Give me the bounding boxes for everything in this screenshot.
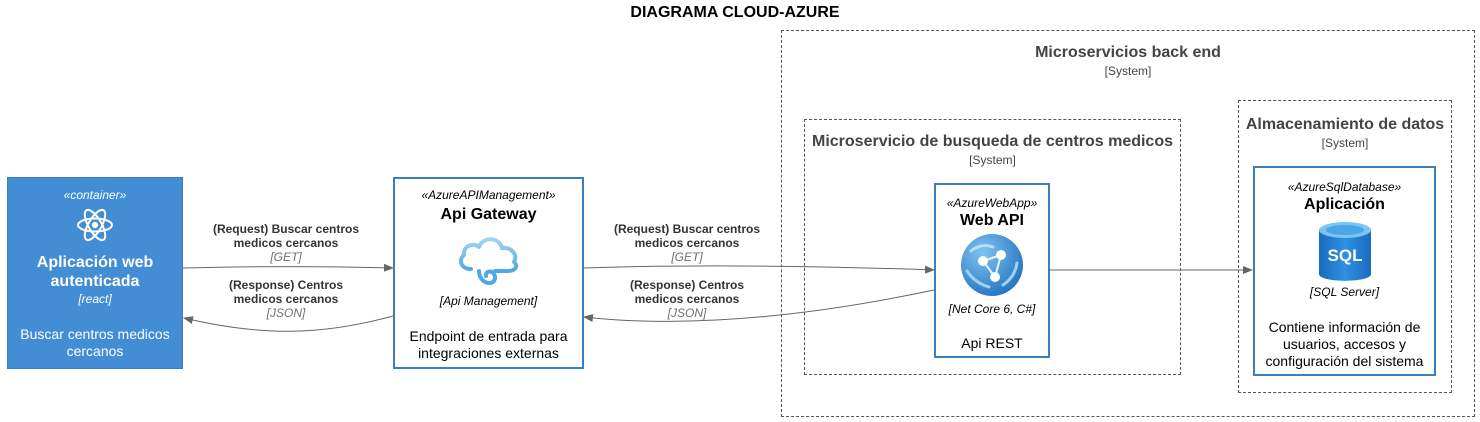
node-sql-database-name: Aplicación (1304, 196, 1385, 213)
boundary-backend-kind: [System] (1104, 64, 1152, 78)
sql-icon-text: SQL (1327, 246, 1362, 265)
boundary-search-kind: [System] (969, 153, 1016, 167)
node-web-app: «container» Aplicación web autenticada [… (7, 177, 183, 369)
node-web-app-name-1: Aplicación web (36, 254, 154, 271)
node-api-gateway-desc-1: Endpoint de entrada para (409, 328, 568, 344)
node-sql-database-stereotype: «AzureSqlDatabase» (1287, 180, 1402, 194)
arrow-gateway-to-client (183, 315, 394, 332)
node-sql-database-tech: [SQL Server] (1309, 285, 1380, 299)
boundary-backend-title: Microservicios back end (1035, 44, 1221, 61)
boundary-backend: Microservicios back end [System] (781, 30, 1475, 417)
node-web-api: «AzureWebApp» Web API [Net Core 6, C#] A… (934, 183, 1050, 358)
node-web-app-stereotype: «container» (63, 188, 127, 202)
edge-label-request-2: (Request) Buscar centros medicos cercano… (613, 222, 761, 264)
arrow-gateway-to-webapi (582, 265, 935, 274)
node-web-app-tech: [react] (78, 292, 112, 306)
boundary-storage-title: Almacenamiento de datos (1245, 116, 1445, 133)
node-web-app-desc-2: cercanos (66, 343, 124, 359)
diagram-title: DIAGRAMA CLOUD-AZURE (630, 4, 840, 21)
boundary-search-title: Microservicio de busqueda de centros med… (812, 133, 1173, 150)
cloud-api-icon (455, 229, 523, 294)
node-web-api-desc: Api REST (961, 335, 1023, 351)
node-web-api-name: Web API (959, 212, 1024, 229)
node-api-gateway-desc-2: integraciones externas (418, 345, 559, 361)
node-sql-database-desc-3: configuración del sistema (1265, 353, 1424, 369)
boundary-search: Microservicio de busqueda de centros med… (804, 119, 1181, 375)
node-api-gateway-name: Api Gateway (440, 206, 537, 223)
node-sql-database-desc-2: usuarios, accesos y (1283, 336, 1406, 352)
edge-label-request-1: (Request) Buscar centros medicos cercano… (212, 222, 360, 264)
edge-label-response-2: (Response) Centros medicos cercanos [JSO… (629, 278, 745, 320)
boundary-storage-kind: [System] (1321, 136, 1369, 150)
node-api-gateway: «AzureAPIManagement» Api Gateway [Api Ma… (393, 177, 584, 369)
node-web-app-desc-1: Buscar centros medicos (20, 326, 170, 342)
boundary-storage: Almacenamiento de datos [System] (1238, 100, 1452, 393)
sql-database-icon: SQL (1317, 221, 1373, 288)
node-web-api-tech: [Net Core 6, C#] (948, 302, 1036, 316)
node-web-api-stereotype: «AzureWebApp» (946, 196, 1038, 210)
react-icon (76, 208, 114, 247)
arrow-client-to-gateway (182, 263, 394, 272)
node-api-gateway-tech: [Api Management] (439, 294, 538, 308)
node-web-app-name-2: autenticada (50, 273, 140, 290)
node-api-gateway-stereotype: «AzureAPIManagement» (421, 188, 556, 202)
edge-label-response-1: (Response) Centros medicos cercanos [JSO… (228, 278, 344, 320)
globe-network-icon (957, 231, 1027, 304)
node-sql-database: «AzureSqlDatabase» Aplicación SQL [SQL S… (1253, 166, 1436, 376)
node-sql-database-desc-1: Contiene información de (1268, 319, 1421, 335)
arrow-webapi-to-gateway (583, 289, 935, 322)
